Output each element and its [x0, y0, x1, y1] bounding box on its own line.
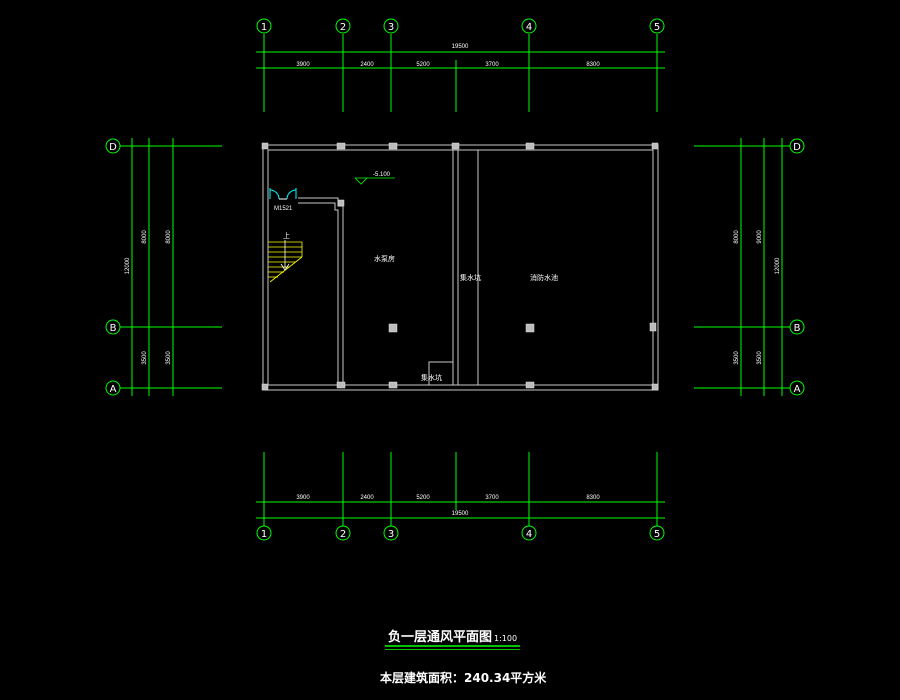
svg-text:1: 1	[261, 22, 267, 33]
axis-bubble-4: 4	[521, 18, 537, 34]
bottom-dimension-1: 3900	[296, 495, 310, 501]
svg-text:B: B	[110, 323, 117, 334]
column-d-mid	[451, 142, 460, 150]
svg-text:A: A	[110, 384, 117, 395]
inner-wall	[267, 149, 654, 386]
axis-bubble-3: 3	[383, 18, 399, 34]
bottom-dimension-5: 8300	[586, 495, 600, 501]
corridor-wall-a	[298, 197, 344, 385]
svg-text:D: D	[793, 142, 801, 153]
drawing-scale: 1:100	[494, 634, 517, 643]
outer-wall	[262, 144, 659, 391]
left-dimension-2: 3500	[142, 351, 148, 365]
column-a1	[261, 383, 269, 391]
svg-text:3: 3	[388, 22, 394, 33]
right-dimension-4: 3500	[757, 351, 763, 365]
column-a5	[651, 383, 659, 391]
svg-text:1: 1	[261, 529, 267, 540]
axis-bubble-1: 1	[256, 18, 272, 34]
svg-text:B: B	[794, 323, 801, 334]
right-axis-bubbles: D B A	[789, 138, 805, 396]
right-dimension-2: 3500	[734, 351, 740, 365]
left-dimension-1: 8000	[142, 230, 148, 244]
right-dimension-1: 8000	[734, 230, 740, 244]
bottom-axis-bubble-3: 3	[383, 525, 399, 541]
door-symbol	[269, 188, 297, 200]
sump-center-label: 集水坑	[460, 273, 481, 282]
elevation-label: -5.100	[373, 172, 391, 178]
svg-text:D: D	[109, 142, 117, 153]
svg-text:2: 2	[340, 22, 346, 33]
column-d4	[525, 142, 535, 150]
svg-text:5: 5	[654, 22, 660, 33]
left-axis-bubble-B: B	[105, 319, 121, 335]
bottom-total-dimension: 19500	[452, 511, 469, 517]
top-axis-bubbles: 1 2 3 4 5	[256, 18, 665, 34]
top-total-dimension: 19500	[452, 44, 469, 50]
top-dimension-2: 2400	[360, 62, 374, 68]
left-axis-bubble-D: D	[105, 138, 121, 154]
top-dimension-3: 5200	[416, 62, 430, 68]
left-axis-bubble-A: A	[105, 380, 121, 396]
column-a2	[336, 381, 346, 389]
elevation-mark	[354, 177, 395, 185]
right-dimension-group	[694, 138, 790, 396]
bottom-axis-bubble-4: 4	[521, 525, 537, 541]
top-dimension-group	[256, 34, 665, 112]
svg-text:2: 2	[340, 529, 346, 540]
column-d5	[651, 142, 659, 150]
column-b4	[525, 323, 535, 333]
right-axis-bubble-D: D	[789, 138, 805, 154]
column-a4	[525, 381, 535, 389]
columns	[261, 142, 659, 391]
bottom-axis-bubbles: 1 2 3 4 5	[256, 525, 665, 541]
column-b3	[388, 323, 398, 333]
door-code-label: M1521	[274, 206, 293, 212]
pump-room-label: 水泵房	[374, 254, 395, 263]
column-d3	[388, 142, 398, 150]
floor-area-label: 本层建筑面积：240.34平方米	[380, 670, 547, 685]
bottom-dimension-4: 3700	[485, 495, 499, 501]
top-dimension-1: 3900	[296, 62, 310, 68]
svg-text:A: A	[794, 384, 801, 395]
bottom-axis-bubble-1: 1	[256, 525, 272, 541]
bottom-dimension-2: 2400	[360, 495, 374, 501]
left-dimension-4: 3500	[166, 351, 172, 365]
svg-text:5: 5	[654, 529, 660, 540]
column-b5	[649, 322, 657, 332]
axis-bubble-2: 2	[335, 18, 351, 34]
sump-left-label: 集水坑	[421, 373, 442, 382]
svg-text:3: 3	[388, 529, 394, 540]
corridor-wall-b	[298, 202, 339, 385]
column-corridor	[337, 199, 345, 207]
stair	[268, 240, 303, 283]
left-dimension-group	[120, 138, 222, 396]
top-dimension-4: 3700	[485, 62, 499, 68]
sump-pit-outline	[428, 361, 453, 385]
drawing-title: 负一层通风平面图	[388, 629, 492, 645]
fire-pool-label: 消防水池	[530, 273, 558, 282]
svg-text:4: 4	[526, 529, 532, 540]
bottom-axis-bubble-2: 2	[335, 525, 351, 541]
left-axis-bubbles: D B A	[105, 138, 121, 396]
svg-text:4: 4	[526, 22, 532, 33]
bottom-axis-bubble-5: 5	[649, 525, 665, 541]
axis-bubble-5: 5	[649, 18, 665, 34]
right-axis-bubble-A: A	[789, 380, 805, 396]
right-dimension-3: 9000	[757, 230, 763, 244]
stair-up-label: 上	[283, 231, 290, 240]
right-total-dimension: 12000	[775, 257, 781, 274]
bottom-dimension-group	[256, 452, 665, 526]
left-total-dimension: 12000	[125, 257, 131, 274]
column-d2	[336, 142, 346, 150]
left-dimension-3: 8000	[166, 230, 172, 244]
top-dimension-5: 8300	[586, 62, 600, 68]
column-d1	[261, 142, 269, 150]
bottom-dimension-3: 5200	[416, 495, 430, 501]
column-a3	[388, 381, 398, 389]
right-axis-bubble-B: B	[789, 319, 805, 335]
building-outline	[262, 144, 659, 391]
